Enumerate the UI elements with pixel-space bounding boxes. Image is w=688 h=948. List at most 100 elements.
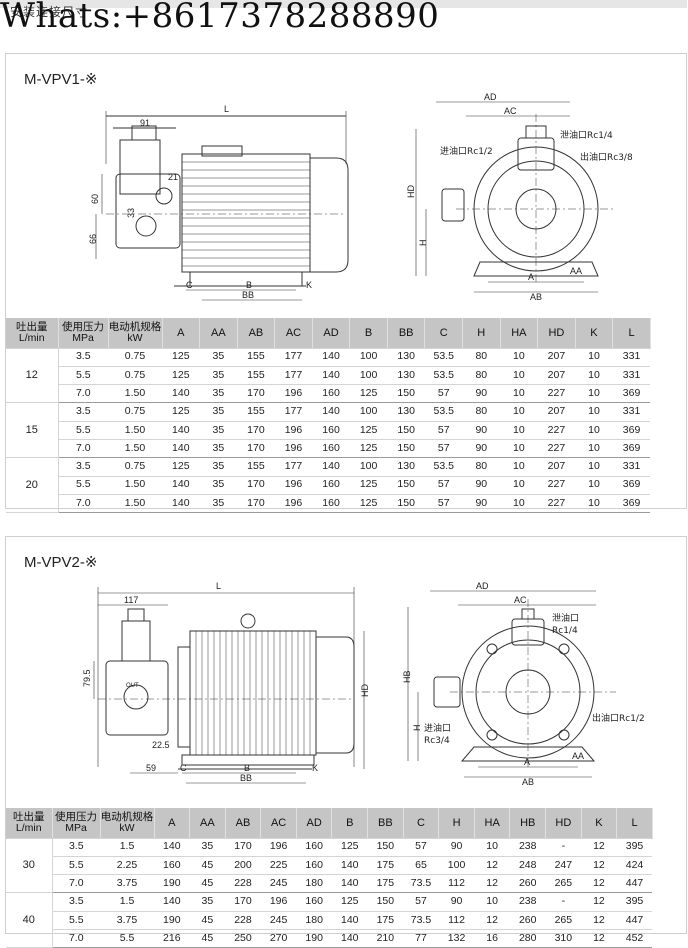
table-cell: 5.5 xyxy=(58,366,108,386)
table-cell: 35 xyxy=(199,348,238,367)
table-cell: 130 xyxy=(387,366,425,386)
table-cell: 100 xyxy=(349,457,388,477)
table-cell: 150 xyxy=(387,476,425,495)
table-cell: 200 xyxy=(225,856,261,876)
header-BB: BB xyxy=(387,318,426,349)
table-cell: 150 xyxy=(387,421,425,440)
table-cell: 45 xyxy=(189,874,226,894)
table-cell: - xyxy=(545,892,582,912)
dim-AD-1: AD xyxy=(484,92,497,102)
table-cell: 10 xyxy=(575,384,613,404)
header-A: A xyxy=(154,808,191,839)
dim-60: 60 xyxy=(90,194,100,204)
label-outlet-2: 出油口Rc1/2 xyxy=(592,712,645,724)
table-cell: 53.5 xyxy=(424,402,463,422)
table-cell: 90 xyxy=(462,384,501,404)
table-cell: 1.50 xyxy=(108,384,162,404)
header-HB: HB xyxy=(509,808,547,839)
header-HA: HA xyxy=(474,808,511,839)
table-cell: 140 xyxy=(162,494,200,514)
table-cell: 10 xyxy=(500,421,538,440)
table-cell: 100 xyxy=(438,856,475,876)
table-cell: 190 xyxy=(154,911,190,930)
table-cell: 140 xyxy=(331,874,368,894)
table-cell: 45 xyxy=(189,911,226,930)
table-cell: 177 xyxy=(274,402,313,422)
table-cell: 248 xyxy=(509,856,546,876)
dim-BB-2: BB xyxy=(240,773,252,783)
table-cell: 90 xyxy=(462,439,501,459)
table-cell: 1.5 xyxy=(100,838,154,857)
dim-HB-2: HB xyxy=(402,670,412,683)
table-cell: 80 xyxy=(462,457,501,477)
table-cell: 35 xyxy=(199,402,238,422)
table-cell: 155 xyxy=(237,402,275,422)
label-drain-1: 泄油口Rc1/4 xyxy=(560,129,613,141)
table-cell: 155 xyxy=(237,348,275,367)
drawing-vpv2: L 117 79.5 22.5 OUT HD 59 C B BB K xyxy=(6,537,686,805)
side-view-vpv1 xyxy=(95,111,349,301)
table-cell: 3.75 xyxy=(100,911,154,930)
front-view-vpv1 xyxy=(415,101,616,293)
table-cell: 177 xyxy=(274,366,313,386)
table-cell: 175 xyxy=(367,856,404,876)
table-cell: 12 xyxy=(474,856,510,876)
header-K: K xyxy=(575,318,614,349)
table-cell: 0.75 xyxy=(108,402,162,422)
table-cell: 140 xyxy=(312,366,350,386)
table-cell: 170 xyxy=(225,838,261,857)
table-cell: 10 xyxy=(500,402,538,422)
dim-21: 21 xyxy=(168,172,178,182)
header-B: B xyxy=(331,808,369,839)
table-cell: 3.5 xyxy=(58,457,108,477)
table-cell: 216 xyxy=(154,929,190,948)
dim-AB-1: AB xyxy=(530,292,542,302)
dim-C-2: C xyxy=(180,763,187,773)
table-cell: 245 xyxy=(260,911,297,930)
table-cell: 10 xyxy=(575,366,613,386)
table-cell: 207 xyxy=(537,366,576,386)
dim-AB-2: AB xyxy=(522,777,534,787)
table-cell: 160 xyxy=(296,838,332,857)
table-cell: 125 xyxy=(162,457,200,477)
table-cell: 10 xyxy=(500,476,538,495)
table-cell: 395 xyxy=(616,838,653,857)
table-cell: - xyxy=(545,838,582,857)
table-cell: 270 xyxy=(260,929,297,948)
header-pressure: 使用压力 MPa xyxy=(58,318,109,349)
table-cell: 10 xyxy=(575,494,613,514)
table-cell: 57 xyxy=(424,421,463,440)
dim-A-1: A xyxy=(528,272,534,282)
header-K: K xyxy=(581,808,618,839)
table-cell: 140 xyxy=(162,439,200,459)
drawing-vpv1: L 91 21 60 33 66 C B BB K xyxy=(6,54,686,314)
table-cell: 10 xyxy=(500,494,538,514)
table-cell: 125 xyxy=(162,402,200,422)
table-cell: 170 xyxy=(225,892,261,912)
table-cell: 175 xyxy=(367,874,404,894)
dim-79-5: 79.5 xyxy=(82,669,92,687)
table-cell: 170 xyxy=(237,384,275,404)
table-cell: 130 xyxy=(387,402,425,422)
dim-22-5: 22.5 xyxy=(152,740,170,750)
table-cell: 130 xyxy=(387,457,425,477)
flow-cell: 15 xyxy=(6,402,59,459)
table-cell: 16 xyxy=(474,929,510,948)
header-L: L xyxy=(616,808,653,839)
table-cell: 35 xyxy=(199,476,238,495)
dim-AA-1: AA xyxy=(570,266,582,276)
header-B: B xyxy=(349,318,388,349)
table-cell: 3.5 xyxy=(58,348,108,367)
table-cell: 140 xyxy=(154,838,190,857)
table-cell: 177 xyxy=(274,348,313,367)
table-cell: 57 xyxy=(424,384,463,404)
table-cell: 7.0 xyxy=(58,384,108,404)
dim-C-1: C xyxy=(186,280,193,290)
table-cell: 140 xyxy=(331,911,368,930)
table-cell: 190 xyxy=(296,929,332,948)
